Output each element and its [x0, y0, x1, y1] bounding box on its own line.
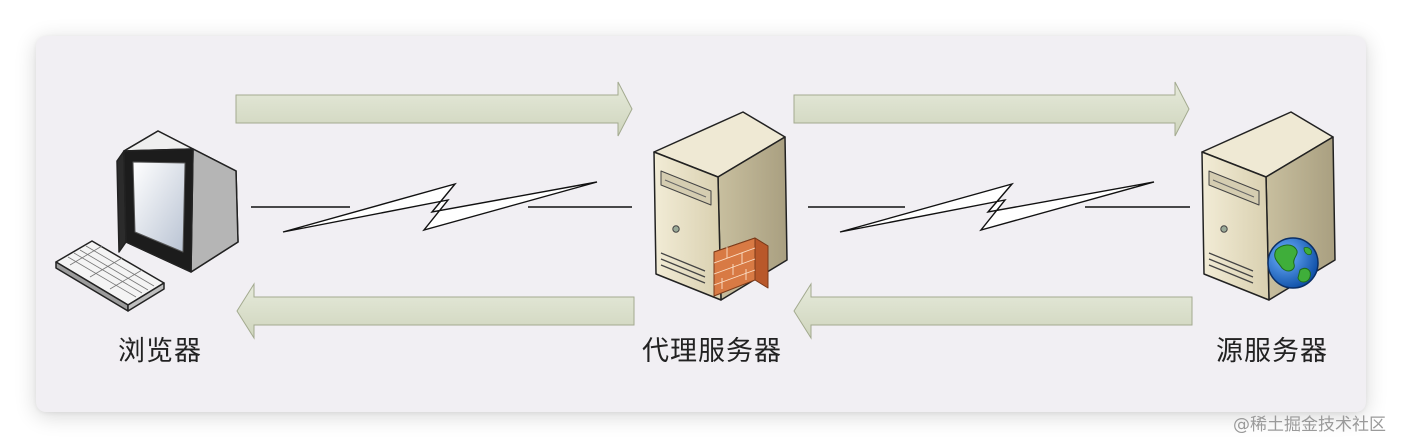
wan-link-browser-proxy — [251, 181, 632, 233]
browser-label: 浏览器 — [118, 336, 202, 367]
flow-arrow-proxy-to-origin — [793, 81, 1190, 137]
server-with-firewall-icon — [653, 111, 788, 301]
wan-link-proxy-origin — [808, 181, 1190, 233]
server-with-globe-icon — [1201, 111, 1336, 301]
watermark: @稀土掘金技术社区 — [1233, 415, 1386, 435]
desktop-computer-icon — [55, 130, 239, 312]
flow-arrow-browser-to-proxy — [235, 81, 633, 137]
flow-arrow-proxy-to-browser — [236, 282, 635, 340]
flow-arrow-origin-to-proxy — [793, 282, 1193, 340]
proxy-server-label: 代理服务器 — [642, 336, 782, 367]
origin-server-label: 源服务器 — [1216, 336, 1328, 367]
